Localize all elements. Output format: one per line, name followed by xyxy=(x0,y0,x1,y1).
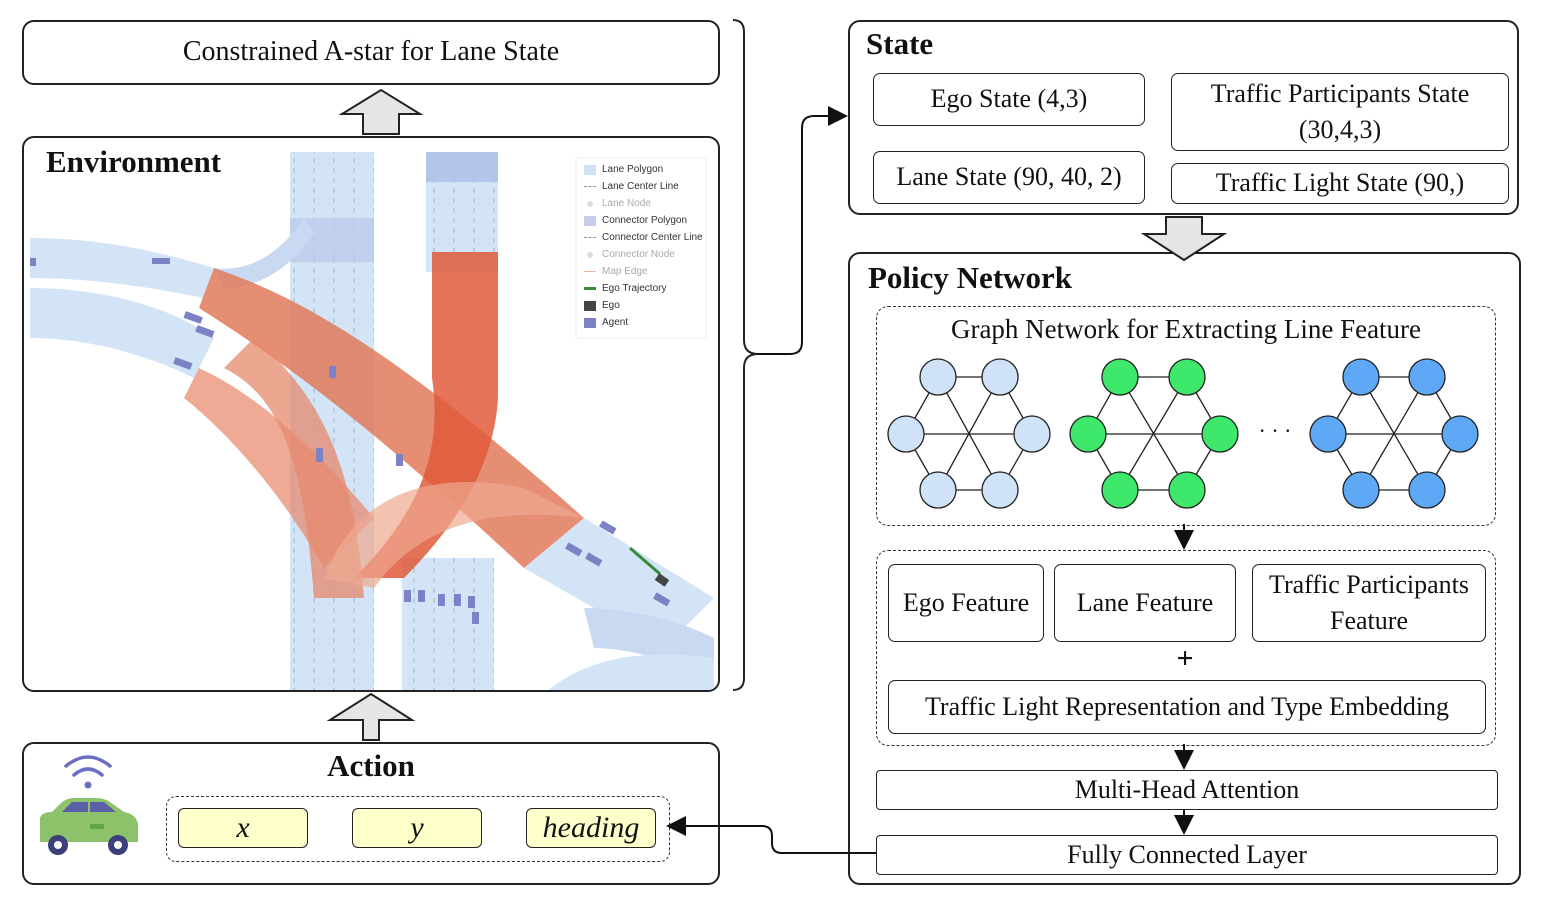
dashed-line-swatch-icon xyxy=(584,237,596,238)
graph-node xyxy=(887,415,925,453)
policy-network-title: Policy Network xyxy=(868,260,1073,295)
environment-box: Environment xyxy=(22,136,720,692)
state-box: State Ego State (4,3) Traffic Participan… xyxy=(848,20,1519,215)
environment-title: Environment xyxy=(46,144,222,179)
policy-network-box: Policy Network Graph Network for Extract… xyxy=(848,252,1521,885)
graph-3 xyxy=(1309,358,1479,509)
action-box: Action x y heading xyxy=(22,742,720,885)
constrained-astar-box: Constrained A-star for Lane State xyxy=(22,20,720,85)
dot-swatch-icon xyxy=(587,251,593,258)
state-title: State xyxy=(866,26,934,61)
graph-node xyxy=(1342,471,1380,509)
multi-head-attention-box: Multi-Head Attention xyxy=(876,770,1498,810)
constrained-astar-label: Constrained A-star for Lane State xyxy=(182,36,560,67)
down-arrow-state-to-policy xyxy=(1140,216,1228,262)
action-field-heading: heading xyxy=(526,808,656,848)
graph-network-title: Graph Network for Extracting Line Featur… xyxy=(950,314,1422,344)
graph-node xyxy=(1441,415,1479,453)
graph-node xyxy=(1309,415,1347,453)
graph-node xyxy=(1408,358,1446,396)
action-field-x: x xyxy=(178,808,308,848)
dot-swatch-icon xyxy=(587,200,593,207)
traffic-participants-feature-box: Traffic Participants Feature xyxy=(1252,564,1486,642)
graph-ellipsis: · · · xyxy=(1258,418,1292,443)
lane-polygon-swatch-icon xyxy=(584,164,596,175)
legend-item: Ego xyxy=(584,297,703,314)
action-title: Action xyxy=(327,748,415,783)
legend-item: Lane Center Line xyxy=(584,178,703,195)
fully-connected-layer-box: Fully Connected Layer xyxy=(876,835,1498,875)
line-swatch-icon xyxy=(584,271,596,272)
line-swatch-icon xyxy=(584,287,596,290)
traffic-light-state-box: Traffic Light State (90,) xyxy=(1171,163,1509,204)
map-legend: Lane Polygon Lane Center Line Lane Node … xyxy=(584,161,703,331)
legend-item: Agent xyxy=(584,314,703,331)
graph-node xyxy=(1101,471,1139,509)
legend-item: Map Edge xyxy=(584,263,703,280)
legend-item: Connector Center Line xyxy=(584,229,703,246)
legend-item: Connector Node xyxy=(584,246,703,263)
dashed-line-swatch-icon xyxy=(584,186,596,187)
lane-state-box: Lane State (90, 40, 2) xyxy=(873,151,1145,204)
traffic-light-embedding-box: Traffic Light Representation and Type Em… xyxy=(888,680,1486,734)
graph-node xyxy=(1201,415,1239,453)
action-field-y: y xyxy=(352,808,482,848)
graph-node xyxy=(981,471,1019,509)
graph-node xyxy=(1168,471,1206,509)
up-arrow-action-to-environment xyxy=(326,692,416,741)
fc-to-action-arrow xyxy=(666,816,876,854)
ego-feature-box: Ego Feature xyxy=(888,564,1044,642)
legend-item: Ego Trajectory xyxy=(584,280,703,297)
up-arrow-environment-to-astar xyxy=(338,88,424,135)
graph-node xyxy=(1101,358,1139,396)
graph-node xyxy=(1342,358,1380,396)
graph-node xyxy=(919,471,957,509)
plus-sign: + xyxy=(1176,642,1194,675)
graph-node xyxy=(981,358,1019,396)
right-brace xyxy=(732,19,759,691)
road-map xyxy=(30,152,714,690)
square-swatch-icon xyxy=(584,317,596,328)
legend-item: Lane Polygon xyxy=(584,161,703,178)
graph-1 xyxy=(887,358,1051,509)
lane-feature-box: Lane Feature xyxy=(1054,564,1236,642)
graph-node xyxy=(1168,358,1206,396)
graph-network-group xyxy=(876,306,1496,526)
graph-node xyxy=(919,358,957,396)
connector-polygon-swatch-icon xyxy=(584,215,596,226)
graph-node xyxy=(1408,471,1446,509)
graph-node xyxy=(1013,415,1051,453)
ego-state-box: Ego State (4,3) xyxy=(873,73,1145,126)
graph-2 xyxy=(1069,358,1239,509)
traffic-participants-state-box: Traffic Participants State (30,4,3) xyxy=(1171,73,1509,151)
brace-to-state-arrow xyxy=(758,106,848,355)
features-group xyxy=(876,550,1496,746)
graph-node xyxy=(1069,415,1107,453)
connected-car-icon xyxy=(40,755,138,855)
legend-item: Connector Polygon xyxy=(584,212,703,229)
square-swatch-icon xyxy=(584,300,596,311)
legend-item: Lane Node xyxy=(584,195,703,212)
